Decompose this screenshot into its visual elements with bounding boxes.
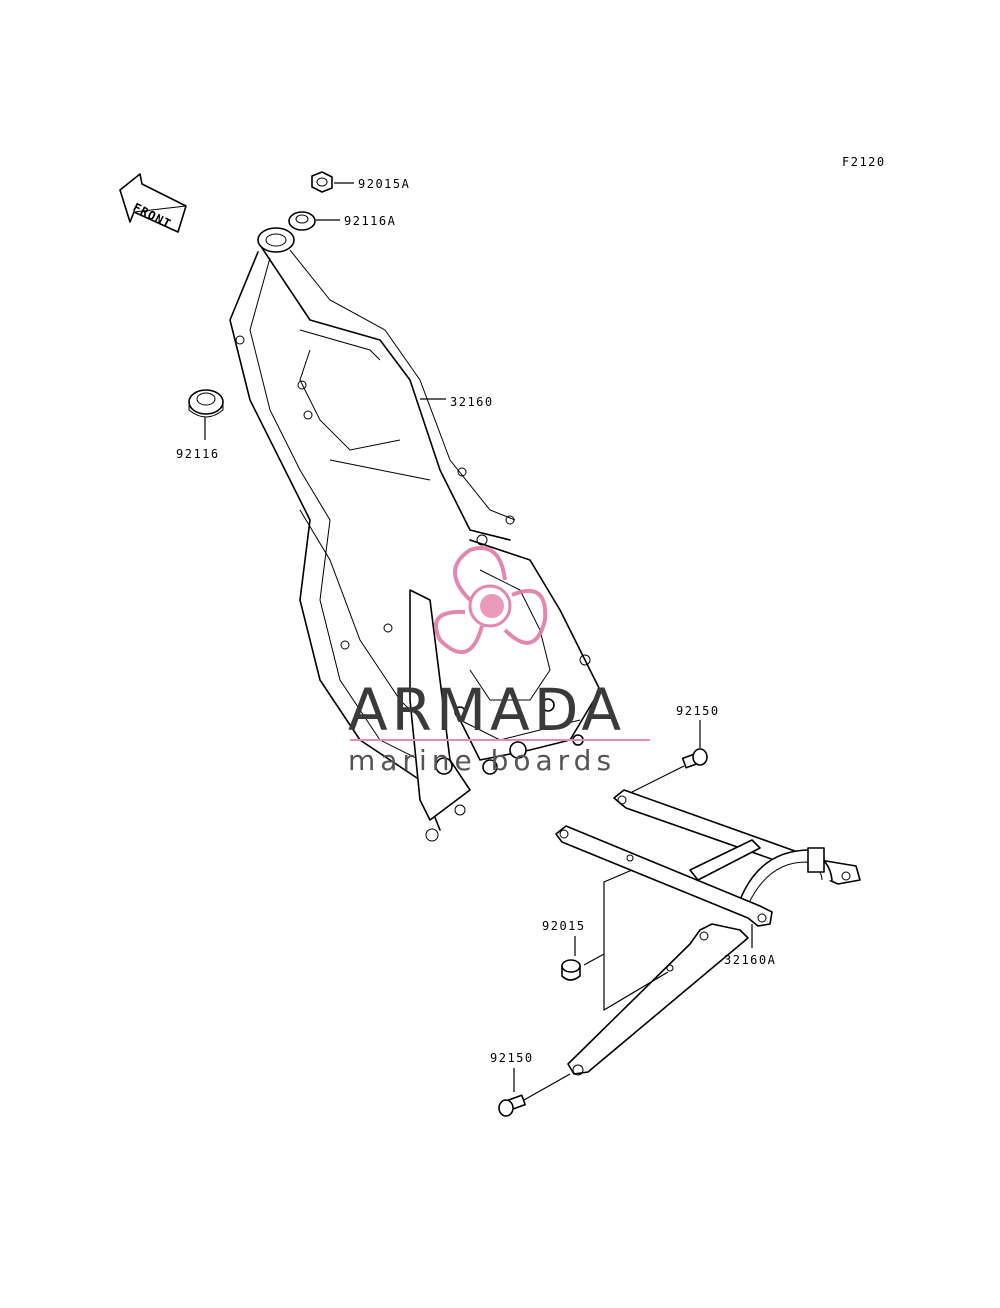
callout-92116A: 92116A (344, 214, 396, 228)
callout-92150-right: 92150 (676, 704, 720, 718)
watermark-brand: ARMADA (348, 676, 625, 744)
nut-icon (311, 171, 333, 193)
callout-92015: 92015 (542, 919, 586, 933)
bolt-right-icon (681, 748, 708, 769)
callout-92150-bottom: 92150 (490, 1051, 534, 1065)
callout-32160A: 32160A (724, 953, 776, 967)
collar-icon (561, 959, 581, 981)
bearing-left-icon (188, 389, 224, 418)
bearing-icon (288, 211, 316, 231)
callout-92116: 92116 (176, 447, 220, 461)
watermark-tagline: marine boards (348, 744, 616, 777)
main-frame (229, 227, 601, 842)
callout-32160: 32160 (450, 395, 494, 409)
rear-subframe (555, 789, 861, 1076)
figure-code: F2120 (842, 155, 886, 169)
front-arrow-icon: FRONT (119, 173, 187, 233)
callout-92015A: 92015A (358, 177, 410, 191)
bolt-bottom-icon (498, 1094, 526, 1117)
watermark-logo (433, 546, 548, 655)
